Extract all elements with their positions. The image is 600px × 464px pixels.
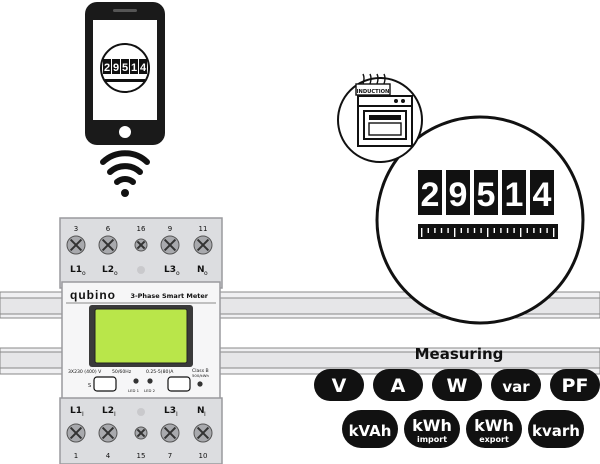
phase-label: L1	[70, 406, 82, 416]
terminal-number: 6	[106, 225, 111, 233]
terminal-number: 11	[199, 225, 208, 233]
phase-label: L2	[102, 265, 114, 275]
terminal-screw-icon	[193, 235, 213, 255]
phase-label-sub: o	[204, 270, 208, 277]
s-button[interactable]	[93, 376, 117, 392]
phone-digit: 5	[122, 62, 128, 74]
unit-label: kvarh	[532, 422, 580, 440]
terminal-number: 4	[106, 452, 111, 460]
right-button[interactable]	[167, 376, 191, 392]
terminal-screw-icon	[66, 423, 86, 443]
unit-badge: kvarh	[528, 410, 584, 448]
phase-label: L3	[164, 265, 176, 275]
led-2-label: LED 2	[144, 388, 156, 393]
terminal-screw-icon	[66, 235, 86, 255]
zoom-digit: 2	[421, 176, 440, 214]
pulse-indicator	[197, 381, 203, 387]
phase-label: N	[197, 406, 205, 416]
s-label: S	[88, 383, 91, 389]
terminal-screw-icon	[134, 238, 148, 252]
phase-label-sub: o	[114, 270, 118, 277]
phone-digit: 2	[104, 62, 110, 74]
phase-label: N	[197, 265, 205, 275]
heat-waves-icon	[362, 73, 386, 85]
unit-badge: A	[373, 369, 423, 401]
spec-current: 0.25-5(80)A	[146, 369, 174, 375]
unit-badge: kVAh	[342, 410, 398, 448]
phase-label-sub: I	[176, 411, 178, 418]
phase-label: L2	[102, 406, 114, 416]
unit-label: V	[332, 375, 347, 397]
terminal-screw-icon	[134, 426, 148, 440]
phone-digit: 1	[131, 62, 137, 74]
terminal-screw-icon	[160, 235, 180, 255]
oven-label: INDUCTION	[357, 89, 390, 95]
terminal-number: 15	[137, 452, 146, 460]
phase-label-sub: I	[204, 411, 206, 418]
phone-digit: 4	[140, 62, 147, 74]
unit-badge: W	[432, 369, 482, 401]
meter-model: 3-Phase Smart Meter	[130, 292, 208, 300]
terminal-number: 9	[168, 225, 172, 233]
terminal-screw-icon	[98, 423, 118, 443]
zoom-digit: 5	[477, 176, 496, 214]
phase-label-sub: o	[82, 270, 86, 277]
unit-label: W	[447, 375, 468, 397]
unit-sublabel: export	[479, 435, 509, 444]
terminal-screw-icon	[193, 423, 213, 443]
lcd-display	[94, 308, 188, 364]
unit-label: kVAh	[349, 422, 392, 440]
unit-label: var	[502, 378, 530, 396]
zoom-digit: 9	[449, 176, 468, 214]
phase-label-sub: I	[114, 411, 116, 418]
unit-badge: var	[491, 369, 541, 401]
phase-label: L1	[70, 265, 82, 275]
terminal-number: 1	[74, 452, 78, 460]
oven-badge: INDUCTION	[337, 73, 423, 163]
zoom-digit: 1	[505, 176, 524, 214]
wifi-icon	[100, 150, 150, 197]
led-2-indicator	[147, 378, 153, 384]
spec-frequency: 50/60Hz	[112, 369, 132, 375]
spec-rate: 500/kWh	[192, 373, 209, 378]
spec-class: Class B	[192, 368, 209, 374]
phase-label-sub: o	[176, 270, 180, 277]
brand-logo: qubino	[70, 288, 116, 302]
unit-label: kWh	[474, 416, 514, 435]
terminal-number: 10	[199, 452, 208, 460]
unit-sublabel: import	[417, 435, 447, 444]
zoom-digit: 4	[533, 176, 552, 214]
terminal-number: 3	[74, 225, 78, 233]
terminal-screw-icon	[160, 423, 180, 443]
terminal-number: 16	[137, 225, 146, 233]
terminal-number: 7	[168, 452, 172, 460]
unit-badge: PF	[550, 369, 600, 401]
unit-badge: V	[314, 369, 364, 401]
induction-oven-icon: INDUCTION	[355, 73, 413, 147]
unit-label: A	[391, 375, 406, 397]
phase-label: L3	[164, 406, 176, 416]
phone-digit: 9	[113, 62, 119, 74]
phase-label-sub: I	[82, 411, 84, 418]
led-1-indicator	[133, 378, 139, 384]
unit-label: kWh	[412, 416, 452, 435]
led-1-label: LED 1	[128, 388, 140, 393]
terminal-screw-icon	[98, 235, 118, 255]
unit-label: PF	[562, 375, 589, 397]
spec-voltage: 3X230 (400) V	[68, 369, 102, 375]
measuring-title: Measuring	[415, 345, 504, 363]
